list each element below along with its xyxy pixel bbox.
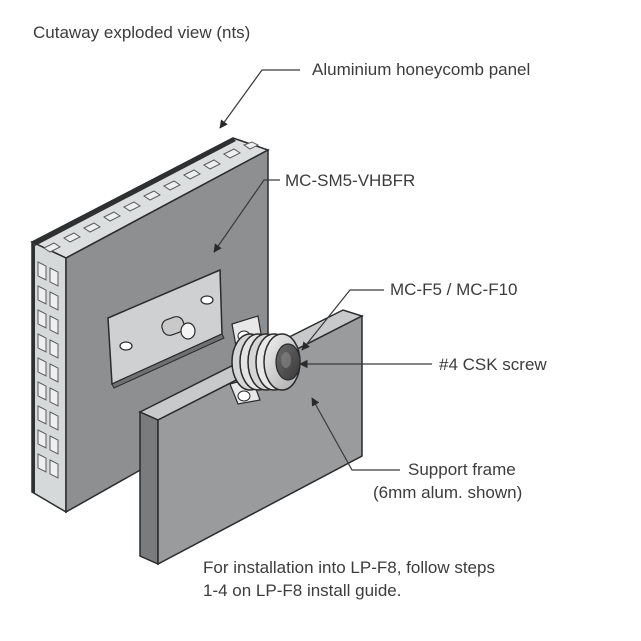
- leader-frame: [311, 397, 400, 471]
- leader-lines: [213, 69, 432, 471]
- install-note-line-2: 1-4 on LP-F8 install guide.: [203, 581, 402, 600]
- install-note-line-1: For installation into LP-F8, follow step…: [203, 558, 495, 577]
- leader-fastener: [301, 289, 384, 351]
- label-fastener: MC-F5 / MC-F10: [390, 280, 518, 299]
- leader-mount: [213, 179, 280, 253]
- label-honeycomb-panel: Aluminium honeycomb panel: [312, 60, 531, 79]
- csk-screw: [275, 343, 301, 381]
- label-support-frame-detail: (6mm alum. shown): [373, 483, 523, 502]
- mount-plate: [107, 268, 225, 389]
- leader-panel: [219, 69, 300, 129]
- label-screw: #4 CSK screw: [439, 355, 547, 374]
- label-support-frame: Support frame: [408, 460, 516, 479]
- diagram-title: Cutaway exploded view (nts): [33, 23, 251, 42]
- label-mount: MC-SM5-VHBFR: [285, 171, 416, 190]
